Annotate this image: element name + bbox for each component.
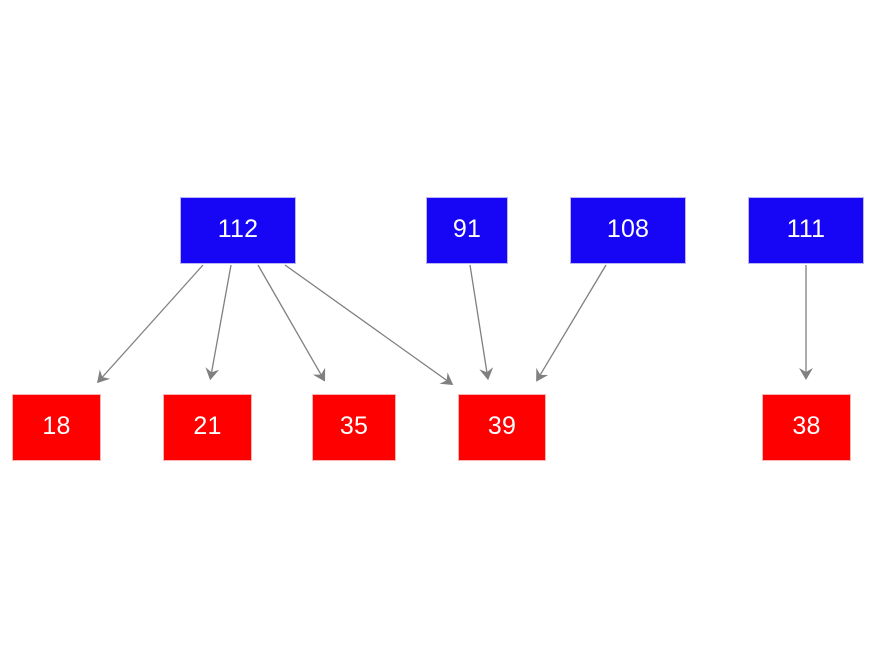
graph-edge	[205, 264, 232, 381]
graph-node-18[interactable]: 18	[12, 394, 101, 461]
graph-node-21[interactable]: 21	[163, 394, 252, 461]
graph-edge	[284, 264, 454, 386]
graph-node-label: 39	[487, 412, 517, 440]
graph-node-label: 108	[606, 215, 650, 243]
graph-node-label: 91	[452, 215, 482, 243]
graph-node-label: 112	[217, 215, 259, 243]
graph-node-label: 21	[193, 412, 222, 440]
edge-group	[97, 264, 813, 386]
graph-edge	[469, 264, 494, 381]
graph-edge	[536, 264, 607, 382]
graph-node-111[interactable]: 111	[748, 197, 864, 264]
graph-node-label: 38	[792, 412, 821, 440]
graph-node-label: 35	[339, 412, 369, 440]
graph-node-label: 18	[42, 412, 71, 440]
graph-edge	[257, 264, 326, 382]
graph-node-38[interactable]: 38	[762, 394, 851, 461]
graph-node-label: 111	[786, 215, 826, 243]
graph-node-35[interactable]: 35	[312, 394, 396, 461]
graph-node-112[interactable]: 112	[180, 197, 296, 264]
graph-node-108[interactable]: 108	[570, 197, 686, 264]
graph-node-39[interactable]: 39	[458, 394, 546, 461]
graph-edge	[97, 264, 204, 384]
graph-node-91[interactable]: 91	[426, 197, 508, 264]
